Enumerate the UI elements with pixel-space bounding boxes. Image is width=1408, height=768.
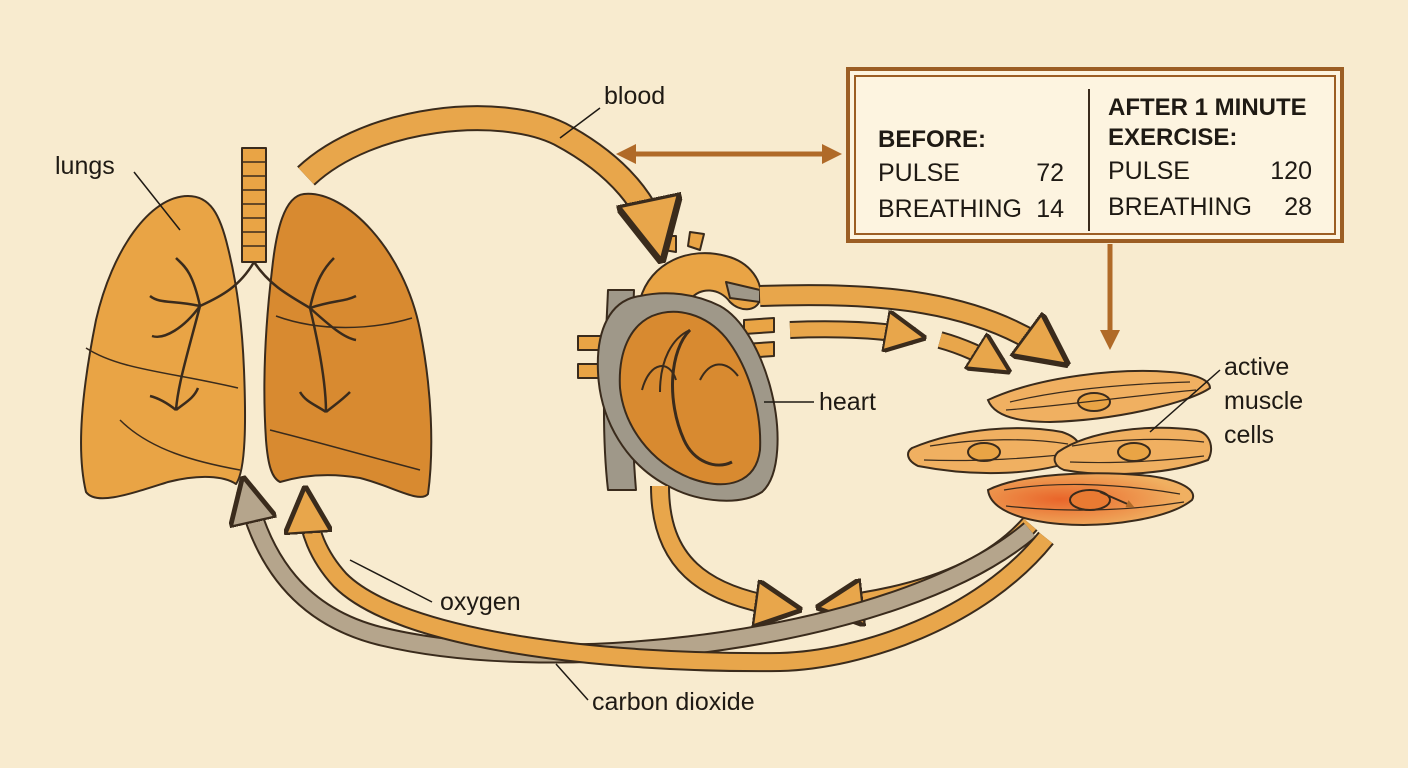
label-active-muscle-cells: active muscle cells (1224, 350, 1303, 452)
label-heart: heart (819, 388, 876, 416)
label-line: active (1224, 353, 1290, 381)
heart (577, 231, 779, 502)
after-heading-line: EXERCISE: (1108, 124, 1238, 151)
row-label: BREATHING (1108, 193, 1252, 221)
row-label: PULSE (878, 159, 960, 187)
row-value: 120 (1270, 157, 1312, 185)
trachea-rings (242, 161, 266, 247)
before-breathing-row: BREATHING 14 (878, 191, 1064, 227)
before-pulse-row: PULSE 72 (878, 155, 1064, 191)
label-lungs: lungs (55, 152, 115, 180)
right-lung (263, 192, 433, 498)
before-heading: BEFORE: (878, 126, 986, 153)
row-label: PULSE (1108, 157, 1190, 185)
left-lung (80, 195, 247, 500)
leader-lines (133, 107, 1221, 701)
row-value: 14 (1036, 195, 1064, 223)
label-oxygen: oxygen (440, 588, 521, 616)
box-connectors (616, 144, 1120, 350)
trachea (241, 147, 267, 263)
label-line: cells (1224, 421, 1275, 449)
label-carbon-dioxide: carbon dioxide (592, 688, 755, 716)
label-blood: blood (604, 82, 666, 110)
blood-flow-arrows (246, 105, 1056, 673)
after-column: AFTER 1 MINUTE EXERCISE: PULSE 120 BREAT… (1108, 93, 1312, 225)
after-heading-line: AFTER 1 MINUTE (1108, 94, 1307, 121)
before-column: BEFORE: PULSE 72 BREATHING 14 (878, 125, 1064, 227)
label-line: muscle (1224, 387, 1304, 415)
column-divider (1088, 89, 1090, 231)
vital-signs-box: BEFORE: PULSE 72 BREATHING 14 AFTER 1 MI… (846, 67, 1344, 243)
row-label: BREATHING (878, 195, 1022, 223)
row-value: 72 (1036, 159, 1064, 187)
after-breathing-row: BREATHING 28 (1108, 189, 1312, 225)
muscle-cells (907, 370, 1213, 526)
lungs (80, 147, 433, 500)
bronchi (149, 257, 357, 414)
row-value: 28 (1284, 193, 1312, 221)
after-pulse-row: PULSE 120 (1108, 153, 1312, 189)
